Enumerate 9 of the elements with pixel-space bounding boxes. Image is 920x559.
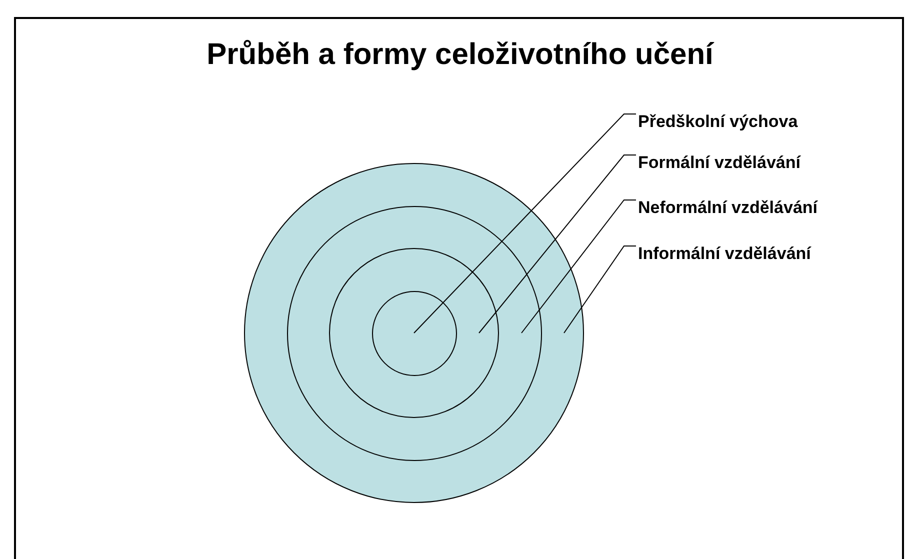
ring-label: Neformální vzdělávání [638, 198, 818, 218]
leader-line [478, 154, 636, 334]
leader-line [521, 200, 636, 334]
ring-label: Předškolní výchova [638, 112, 798, 132]
ring-label: Informální vzdělávání [638, 244, 811, 264]
leader-line [564, 246, 636, 334]
leader-line [414, 114, 636, 334]
ring-label: Formální vzdělávání [638, 153, 800, 173]
diagram-title: Průběh a formy celoživotního učení [206, 38, 716, 72]
